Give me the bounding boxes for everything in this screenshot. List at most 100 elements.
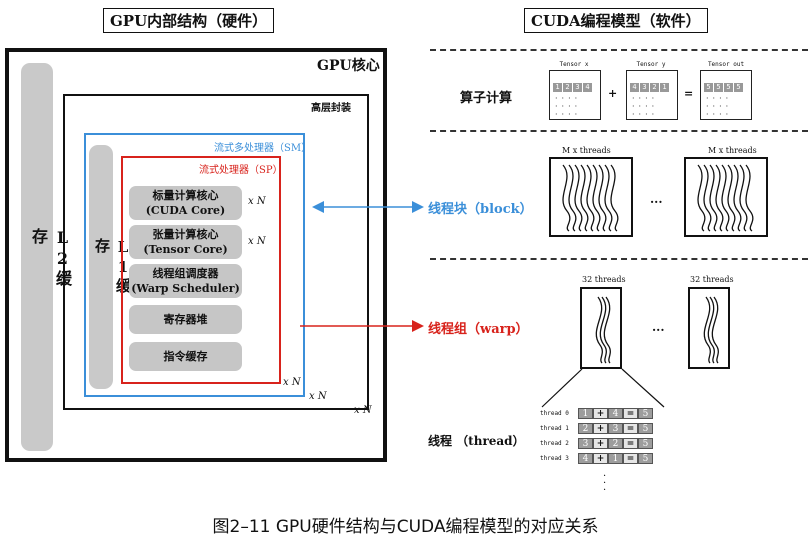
warp-scheduler: 线程组调度器 (Warp Scheduler) xyxy=(129,264,242,298)
block-ellipsis: ... xyxy=(650,192,663,206)
sp-count: x N xyxy=(283,377,301,388)
l2-cache xyxy=(21,63,53,451)
thread-r: 5 xyxy=(638,423,653,434)
separator-2 xyxy=(430,130,808,132)
thread-op: + xyxy=(593,453,608,464)
thread-r: 5 xyxy=(638,438,653,449)
package-count: x N xyxy=(354,405,372,416)
right-title: CUDA编程模型（软件） xyxy=(524,8,708,33)
warp-label: 线程组（warp） xyxy=(428,322,529,337)
cuda-core-title: 标量计算核心 xyxy=(152,189,219,202)
left-title: GPU内部结构（硬件） xyxy=(103,8,275,33)
thread-row-label: thread 0 xyxy=(540,410,569,417)
thread-block-1 xyxy=(549,157,633,237)
tensor-out-cell: 5 xyxy=(734,83,743,92)
cuda-core-count: x N xyxy=(248,196,266,207)
thread-op: + xyxy=(593,438,608,449)
tensor-y-dots: ············ xyxy=(632,94,659,119)
thread-row-2: thread 2 3 + 2 = 5 xyxy=(540,438,653,449)
thread-b: 2 xyxy=(608,438,623,449)
thread-a: 3 xyxy=(578,438,593,449)
l2-cache-label: L2缓存 xyxy=(29,228,72,288)
thread-row-3: thread 3 4 + 1 = 5 xyxy=(540,453,653,464)
thread-b: 4 xyxy=(608,408,623,419)
thread-eq: = xyxy=(623,438,638,449)
zoom-lines xyxy=(541,368,665,408)
tensor-out-label: Tensor out xyxy=(707,61,745,68)
thread-a: 1 xyxy=(578,408,593,419)
sp-box xyxy=(121,156,281,384)
op-label: 算子计算 xyxy=(460,91,513,106)
tensor-x-cell: 1 xyxy=(553,83,562,92)
thread-op: + xyxy=(593,408,608,419)
thread-a: 2 xyxy=(578,423,593,434)
sp-label: 流式处理器（SP） xyxy=(199,165,283,176)
l1-cache xyxy=(89,145,113,389)
tensor-out-dots: ············ xyxy=(706,94,733,119)
thread-eq: = xyxy=(623,453,638,464)
tensor-core-count: x N xyxy=(248,236,266,247)
tensor-x-cell: 4 xyxy=(583,83,592,92)
tensor-core: 张量计算核心 (Tensor Core) xyxy=(129,225,242,259)
thread-r: 5 xyxy=(638,408,653,419)
tensor-y-cell: 2 xyxy=(650,83,659,92)
l1-cache-label: L1缓存 xyxy=(93,238,132,295)
thread-block-2 xyxy=(684,157,768,237)
separator-1 xyxy=(430,49,808,51)
thread-a: 4 xyxy=(578,453,593,464)
thread-row-1: thread 1 2 + 3 = 5 xyxy=(540,423,653,434)
thread-table: thread 0 1 + 4 = 5 thread 1 2 + 3 = 5 th… xyxy=(540,408,653,468)
gpu-core-box xyxy=(5,48,387,462)
thread-row-label: thread 3 xyxy=(540,455,569,462)
thread-row-label: thread 2 xyxy=(540,440,569,447)
sm-box xyxy=(84,133,305,397)
tensor-x-cell: 2 xyxy=(563,83,572,92)
thread-label: 线程 （thread） xyxy=(428,434,525,448)
tensor-core-subtitle: (Tensor Core) xyxy=(143,243,228,256)
cuda-core: 标量计算核心 (CUDA Core) xyxy=(129,186,242,220)
block-threads-label-1: M x threads xyxy=(562,146,611,155)
thread-more-dots: ··· xyxy=(603,471,607,496)
instruction-cache: 指令缓存 xyxy=(129,342,242,371)
tensor-y-label: Tensor y xyxy=(636,61,666,68)
thread-b: 1 xyxy=(608,453,623,464)
tensor-out-cell: 5 xyxy=(704,83,713,92)
tensor-x-dots: ············ xyxy=(555,94,582,119)
tensor-out-cell: 5 xyxy=(714,83,723,92)
package-label: 高层封装 xyxy=(311,103,351,114)
package-box xyxy=(63,94,369,410)
warp-1 xyxy=(580,287,622,369)
tensor-y-cell: 3 xyxy=(640,83,649,92)
separator-3 xyxy=(430,258,808,260)
connector-arrows xyxy=(300,201,424,332)
sm-count: x N xyxy=(309,391,327,402)
tensor-x-cell: 3 xyxy=(573,83,582,92)
warp-ellipsis: ... xyxy=(652,320,665,334)
sm-label: 流式多处理器（SM） xyxy=(214,143,312,154)
tensor-x-label: Tensor x xyxy=(559,61,589,68)
warp-scheduler-title: 线程组调度器 xyxy=(152,267,219,280)
thread-b: 3 xyxy=(608,423,623,434)
tensor-core-title: 张量计算核心 xyxy=(152,228,219,241)
tensor-y-cell: 1 xyxy=(660,83,669,92)
equals-sign: = xyxy=(684,87,694,100)
thread-eq: = xyxy=(623,423,638,434)
block-label: 线程块（block） xyxy=(428,202,533,217)
thread-eq: = xyxy=(623,408,638,419)
tensor-out-cell: 5 xyxy=(724,83,733,92)
warp-scheduler-subtitle: (Warp Scheduler) xyxy=(131,282,240,295)
warp-2 xyxy=(688,287,730,369)
thread-row-label: thread 1 xyxy=(540,425,569,432)
gpu-core-label: GPU核心 xyxy=(317,58,380,74)
warp-threads-label-1: 32 threads xyxy=(582,275,626,284)
register-file: 寄存器堆 xyxy=(129,305,242,334)
plus-sign: + xyxy=(608,87,618,100)
block-threads-label-2: M x threads xyxy=(708,146,757,155)
thread-row-0: thread 0 1 + 4 = 5 xyxy=(540,408,653,419)
